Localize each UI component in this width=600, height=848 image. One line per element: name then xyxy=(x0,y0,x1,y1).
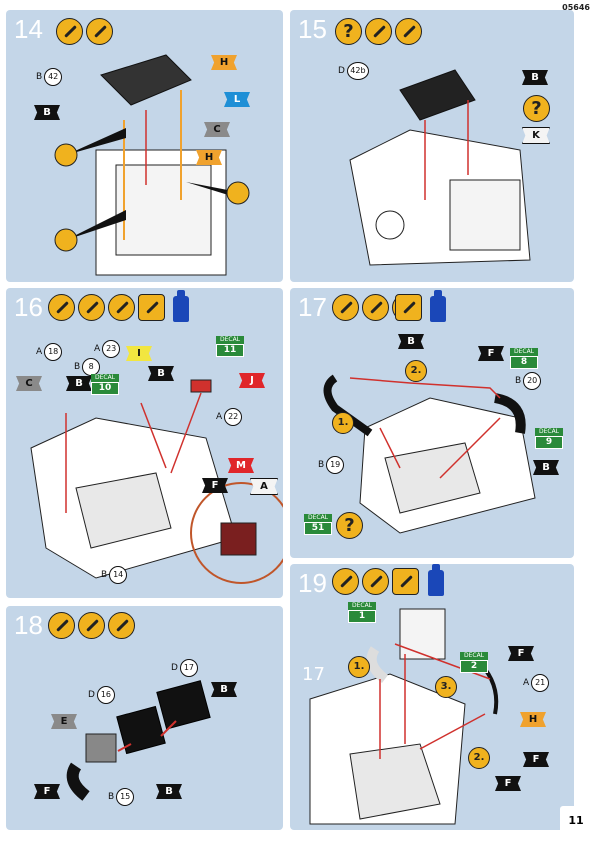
flag-b: B xyxy=(522,70,548,85)
flag-a: A xyxy=(250,478,278,495)
step-17-drawing xyxy=(323,374,536,534)
step-14-drawing xyxy=(54,54,250,276)
flag-h-top: H xyxy=(211,55,237,70)
flag-b-top: B xyxy=(398,334,424,349)
flag-f: F xyxy=(202,478,228,493)
question-icon: ? xyxy=(335,18,362,45)
flag-b-top: B xyxy=(211,682,237,697)
step-19-drawing xyxy=(309,608,499,825)
decal-star-icon xyxy=(392,568,419,595)
step-number: 17 xyxy=(298,292,327,322)
paint-brush-icon xyxy=(78,294,105,321)
flag-f: F xyxy=(34,784,60,799)
step-number: 15 xyxy=(298,14,327,44)
step-number: 18 xyxy=(14,610,43,640)
step-number: 16 xyxy=(14,292,43,322)
glue-icon xyxy=(48,612,75,639)
flag-m: M xyxy=(228,458,254,473)
glue-icon xyxy=(48,294,75,321)
page-number: 11 xyxy=(560,806,592,836)
flag-i: I xyxy=(126,346,152,361)
flag-b-bottom: B xyxy=(156,784,182,799)
flag-l: L xyxy=(224,92,250,107)
paint-brush-icon xyxy=(395,18,422,45)
flag-h: H xyxy=(520,712,546,727)
flag-b-right: B xyxy=(533,460,559,475)
step-order-1: 1. xyxy=(332,412,354,434)
paint-brush-icon xyxy=(86,18,113,45)
glue-icon xyxy=(56,18,83,45)
glue-icon xyxy=(365,18,392,45)
step-order-1: 1. xyxy=(348,656,370,678)
flag-f-mid: F xyxy=(523,752,549,767)
product-code: 05646 xyxy=(562,3,590,12)
flag-f-bottom: F xyxy=(495,776,521,791)
glue-icon xyxy=(332,568,359,595)
paint-brush-icon xyxy=(362,294,389,321)
flag-f: F xyxy=(478,346,504,361)
paint-bottle-icon xyxy=(173,290,189,322)
flag-h-bottom: H xyxy=(196,150,222,165)
glue-icon xyxy=(332,294,359,321)
flag-c: C xyxy=(204,122,230,137)
step-order-3: 3. xyxy=(435,676,457,698)
flag-b: B xyxy=(34,105,60,120)
knife-icon xyxy=(108,612,135,639)
flag-j: J xyxy=(239,373,265,388)
paint-brush-icon xyxy=(78,612,105,639)
question-icon: ? xyxy=(336,512,363,539)
step-number: 19 xyxy=(298,568,327,598)
flag-c: C xyxy=(16,376,42,391)
ghost-step-17: 17 xyxy=(302,664,325,685)
paint-bottle-icon xyxy=(430,290,446,322)
step-order-2: 2. xyxy=(405,360,427,382)
step-15-drawing xyxy=(349,69,531,266)
step-18-drawing xyxy=(66,680,211,801)
flag-b-mid: B xyxy=(148,366,174,381)
knife-icon xyxy=(108,294,135,321)
decal-star-icon xyxy=(395,294,422,321)
flag-k: K xyxy=(522,127,550,144)
flag-f-top: F xyxy=(508,646,534,661)
flag-e: E xyxy=(51,714,77,729)
paint-bottle-icon xyxy=(428,564,444,596)
step-number: 14 xyxy=(14,14,43,44)
paint-brush-icon xyxy=(362,568,389,595)
step-order-2: 2. xyxy=(468,747,490,769)
decal-star-icon xyxy=(138,294,165,321)
question-icon: ? xyxy=(523,95,550,122)
step-16-drawing xyxy=(30,379,283,584)
flag-b-left: B xyxy=(66,376,92,391)
